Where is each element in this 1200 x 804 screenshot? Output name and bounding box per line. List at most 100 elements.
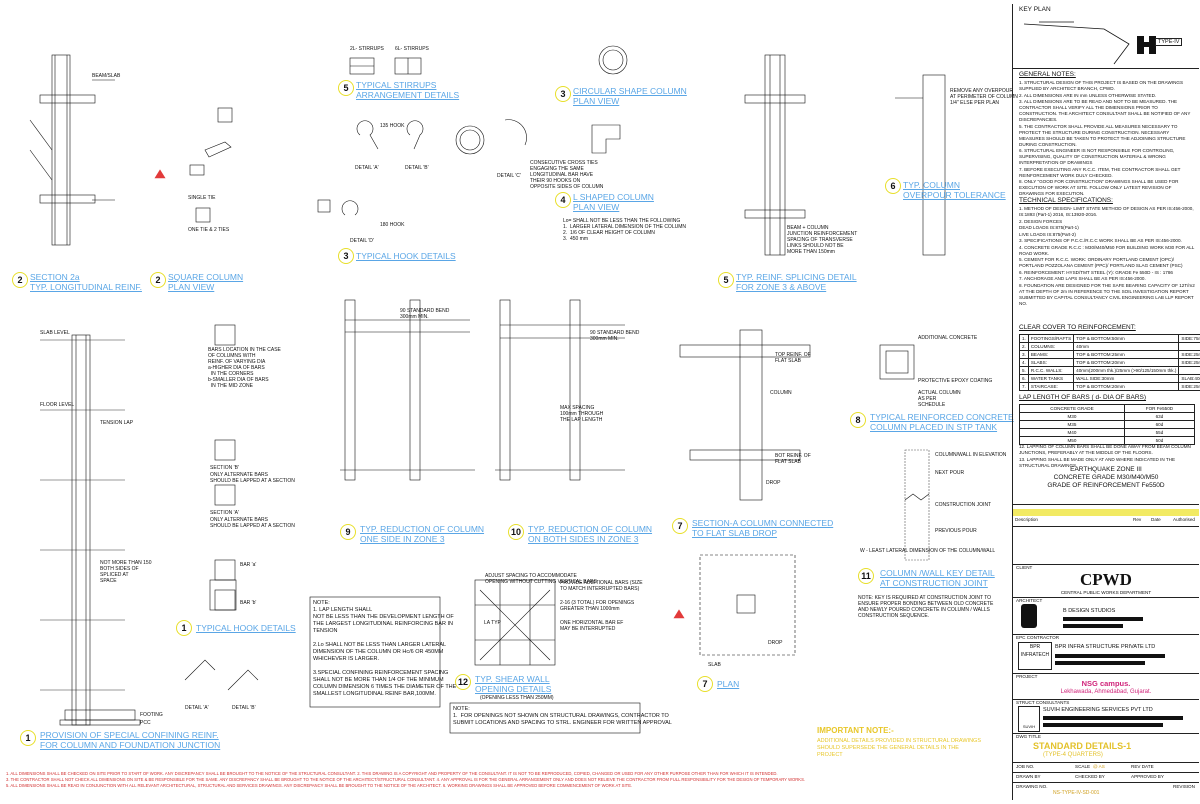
- general-notes-title: GENERAL NOTES:: [1019, 71, 1076, 78]
- footing-label: FOOTING: [140, 712, 163, 718]
- drawing-no-value: NS-TYPE-IV-SD-001: [1053, 790, 1100, 796]
- cover-cell: R.C.C. WALLS:: [1027, 366, 1075, 375]
- cover-cell: [1178, 366, 1200, 375]
- lap-note: 12. LAPPING OF COLUMN BARS SHALL BE DONE…: [1019, 444, 1191, 455]
- detail-label: DETAIL 'B': [232, 705, 256, 711]
- detail-title: CIRCULAR SHAPE COLUMN PLAN VIEW: [573, 86, 687, 106]
- divider: [1013, 504, 1199, 505]
- section-label: SECTION 'A': [210, 510, 239, 516]
- redacted-bar: [1043, 716, 1183, 720]
- cover-title: CLEAR COVER TO REINFORCEMENT:: [1019, 324, 1136, 331]
- detail-title: SECTION 2a TYP. LONGITUDINAL REINF.: [30, 272, 142, 292]
- detail-title: TYP. REINF. SPLICING DETAIL FOR ZONE 3 &…: [736, 272, 857, 292]
- detail-number: 3: [338, 248, 354, 264]
- tech-specs: 1. METHOD OF DESIGN- LIMIT STATE METHOD …: [1019, 206, 1195, 307]
- section-label: SECTION 'B': [210, 465, 239, 471]
- level-label: FLOOR LEVEL: [40, 402, 75, 408]
- lap-cell: 60d: [1123, 420, 1196, 429]
- cover-cell: WATER TANKS: [1027, 374, 1075, 383]
- pour-label: NEXT POUR: [935, 470, 965, 476]
- divider: [1013, 782, 1199, 783]
- general-note: 3. ALL DIMENSIONS ARE TO BE READ AND NOT…: [1019, 99, 1191, 122]
- general-note: 7. BEFORE EXECUTING ANY R.C.C. ITEM, THE…: [1019, 166, 1181, 178]
- elevation-label: COLUMN/WALL IN ELEVATION: [935, 452, 1007, 458]
- cover-cell: TOP & BOTTOM:20mm: [1073, 358, 1180, 367]
- lap-note: 13. LAPPING SHALL BE MADE ONLY AT AND WH…: [1019, 456, 1176, 468]
- detail-number: 1: [20, 730, 36, 746]
- contractor-logo: BPR INFRATECH: [1018, 642, 1052, 670]
- tech-spec: 4. CONCRETE GRADE R.C.C : M30/M40/M50 FO…: [1019, 244, 1195, 256]
- general-note: 5. THE CONTRACTOR SHALL PROVIDE ALL MEAS…: [1019, 123, 1186, 147]
- drawing-subtitle: (TYPE-4 QUARTERS): [1043, 752, 1103, 758]
- cover-cell: 40mm(200mm thk.)/25mm (>90/125/150mm thk…: [1073, 366, 1180, 375]
- spacing-label: MAX SPACING 100mm THROUGH THE LAP LENGTH: [560, 405, 604, 423]
- detail-number: 2: [150, 272, 166, 288]
- pour-label: PREVIOUS POUR: [935, 528, 977, 534]
- zone-line: GRADE OF REINFORCEMENT Fe550D: [1047, 482, 1165, 489]
- tie-label: SINGLE TIE: [188, 195, 216, 201]
- struct-label: STRUCT CONSULTANTS: [1016, 700, 1070, 705]
- rev-header: Authorised: [1173, 517, 1195, 522]
- detail-title: TYPICAL HOOK DETAILS: [356, 251, 456, 261]
- revision-label: REVISION: [1173, 784, 1195, 789]
- cover-cell: SIDE:25mm: [1178, 382, 1200, 391]
- detail-title: TYPICAL STIRRUPS ARRANGEMENT DETAILS: [356, 80, 460, 100]
- lap-cell: 50d: [1123, 436, 1196, 445]
- cover-cell: FOOTINGS/RAFTS: [1027, 334, 1075, 343]
- tech-spec: DEAD LOADS IS:875(Part-1): [1019, 225, 1079, 230]
- section-note: ONLY ALTERNATE BARS SHOULD BE LAPPED AT …: [210, 472, 295, 484]
- level-label: SLAB LEVEL: [40, 330, 70, 336]
- cover-cell: TOP & BOTTOM:25mm: [1073, 350, 1180, 359]
- general-notes: 1. STRUCTURAL DESIGN OF THIS PROJECT IS …: [1019, 80, 1195, 198]
- stirrup-label: 2L- STIRRUPS: [350, 46, 384, 52]
- redacted-bar: [1055, 661, 1145, 665]
- lap-label: TENSION LAP: [100, 420, 134, 426]
- title-block: KEY PLAN TYPE-IV GENERAL NOTES: 1. STRUC…: [1012, 4, 1200, 800]
- architect-label: ARCHITECT: [1016, 598, 1043, 603]
- detail-title: TYP. COLUMN OVERPOUR TOLERANCE: [903, 180, 1006, 200]
- opening-approval-note: NOTE: 1. FOR OPENINGS NOT SHOWN ON STRUC…: [453, 706, 672, 726]
- footer-notes: 1. ALL DIMENSIONS SHALL BE CHECKED ON SI…: [6, 771, 1006, 789]
- cover-cell: 3.: [1019, 350, 1029, 359]
- general-note: 2. ALL DIMENSIONS ARE IN mm UNLESS OTHER…: [1019, 92, 1157, 98]
- project-label: PROJECT: [1016, 674, 1038, 679]
- detail-linework: [29, 45, 946, 734]
- drop-label: DROP: [766, 480, 781, 486]
- detail-title: TYP. REDUCTION OF COLUMN ON BOTH SIDES I…: [528, 524, 653, 544]
- redacted-bar: [1063, 624, 1123, 628]
- detail-number: 5: [718, 272, 734, 288]
- cover-cell: BEAMS:: [1027, 350, 1075, 359]
- bend-label: 90 STANDARD BEND 300mm MIN.: [590, 330, 640, 342]
- important-note-title: IMPORTANT NOTE:-: [817, 726, 894, 735]
- project-location: Lekhawada, Ahmedabad, Gujarat.: [1060, 689, 1152, 695]
- cover-cell: 4.: [1019, 358, 1029, 367]
- column-label: COLUMN: [770, 390, 792, 396]
- drawn-by-label: DRAWN BY: [1016, 774, 1041, 779]
- detail-title: PLAN: [717, 679, 740, 689]
- detail-number: 5: [338, 80, 354, 96]
- key-plan-drawing: [1023, 21, 1156, 65]
- cover-cell: 7.: [1019, 382, 1029, 391]
- opening-note: ONE HORIZONTAL BAR EF MAY BE INTERRUPTED: [560, 620, 624, 632]
- slab-reinf-label: BOT REINF. OF FLAT SLAB: [775, 453, 811, 465]
- bend-label: 90 STANDARD BEND 300mm MIN.: [400, 308, 450, 320]
- scale-label: SCALE: [1075, 764, 1091, 769]
- column-label: ACTUAL COLUMN AS PER SCHEDULE: [918, 390, 961, 408]
- cover-cell: TOP & BOTTOM:20mm: [1073, 382, 1180, 391]
- rev-header: Date: [1151, 517, 1161, 522]
- rev-date-label: REV DATE: [1131, 764, 1154, 769]
- detail-number: 3: [555, 86, 571, 102]
- lap-label: LA TYP: [484, 620, 501, 626]
- detail-number: 1: [176, 620, 192, 636]
- tech-spec: 1. METHOD OF DESIGN- LIMIT STATE METHOD …: [1019, 206, 1194, 217]
- detail-number: 7: [697, 676, 713, 692]
- epoxy-label: PROTECTIVE EPOXY COATING: [918, 378, 993, 384]
- hook-label: 135 HOOK: [380, 123, 405, 129]
- checked-by-label: CHECKED BY: [1075, 774, 1105, 779]
- tech-spec: 6. REINFORCEMENT: HYSD/TMT STEEL (Y): GR…: [1019, 269, 1173, 275]
